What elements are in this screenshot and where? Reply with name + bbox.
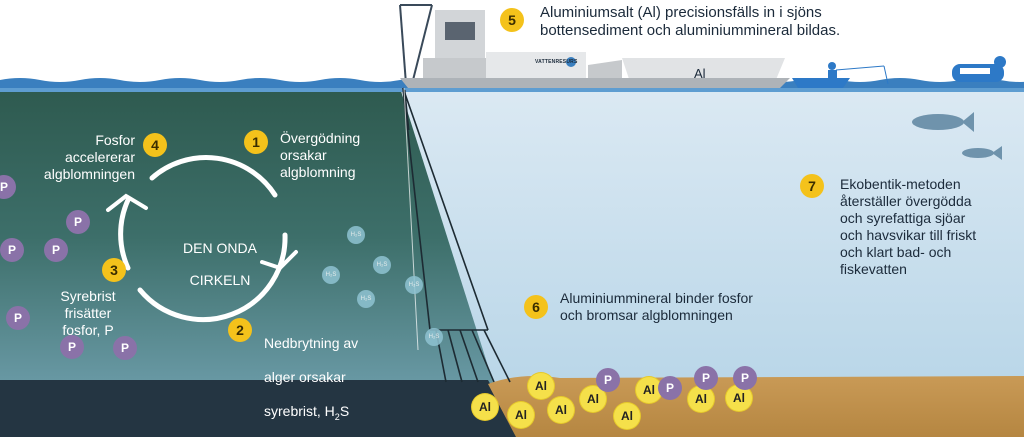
step-2-text: Nedbrytning av alger orsakar syrebrist, … xyxy=(264,335,359,422)
phosphorus-molecule: P xyxy=(0,175,16,199)
cycle-title-line2: CIRKELN xyxy=(189,272,251,288)
barge-brand-label: VATTENRESURS xyxy=(535,59,578,65)
rowboat-icon xyxy=(792,62,889,88)
phosphorus-molecule: P xyxy=(596,368,620,392)
swimmer-icon xyxy=(952,56,1006,82)
aluminium-molecule: Al xyxy=(548,397,574,423)
step-1-text: Övergödning orsakar algblomning xyxy=(280,130,361,180)
barge-logo xyxy=(566,57,576,67)
dark-sediment xyxy=(0,380,520,437)
step-5-text: Aluminiumsalt (Al) precisionsfälls in i … xyxy=(540,4,841,39)
step-7-text: Ekobentik-metoden återställer övergödda … xyxy=(840,176,977,277)
cycle-title: DEN ONDA CIRKELN xyxy=(160,224,280,288)
step-6-badge: 6 xyxy=(524,295,548,319)
h2s-molecule: H₂S xyxy=(347,226,365,244)
aluminium-molecule: Al xyxy=(472,394,498,420)
phosphorus-molecule: P xyxy=(6,306,30,330)
phosphorus-molecule: P xyxy=(694,366,718,390)
phosphorus-molecule: P xyxy=(113,336,137,360)
barge-tank-label: Al xyxy=(694,66,706,81)
barge-crane xyxy=(399,4,433,85)
cycle-title-line1: DEN ONDA xyxy=(183,240,257,256)
step-2-badge: 2 xyxy=(228,318,252,342)
step-5-badge: 5 xyxy=(500,8,524,32)
aluminium-molecule: Al xyxy=(508,402,534,428)
phosphorus-molecule: P xyxy=(658,376,682,400)
aluminium-molecule: Al xyxy=(688,386,714,412)
phosphorus-molecule: P xyxy=(733,366,757,390)
phosphorus-molecule: P xyxy=(44,238,68,262)
step-3-text: Syrebrist frisätter fosfor, P xyxy=(60,288,116,338)
aluminium-molecule: Al xyxy=(636,377,662,403)
h2s-molecule: H₂S xyxy=(405,276,423,294)
aluminium-molecule: Al xyxy=(528,373,554,399)
h2s-molecule: H₂S xyxy=(373,256,391,274)
phosphorus-molecule: P xyxy=(0,238,24,262)
step-6-text: Aluminiummineral binder fosfor och broms… xyxy=(560,290,753,323)
polluted-water xyxy=(0,88,495,388)
h2s-molecule: H₂S xyxy=(357,290,375,308)
fish-icon xyxy=(912,112,1002,160)
phosphorus-molecule: P xyxy=(60,335,84,359)
step-3-badge: 3 xyxy=(102,258,126,282)
phosphorus-molecule: P xyxy=(66,210,90,234)
step-1-badge: 1 xyxy=(244,130,268,154)
h2s-molecule: H₂S xyxy=(425,328,443,346)
h2s-molecule: H₂S xyxy=(322,266,340,284)
step-7-badge: 7 xyxy=(800,174,824,198)
step-4-badge: 4 xyxy=(143,133,167,157)
step-4-text: Fosfor accelererar algblomningen xyxy=(43,132,135,182)
vicious-cycle-arrows xyxy=(118,155,288,322)
aluminium-molecule: Al xyxy=(614,403,640,429)
